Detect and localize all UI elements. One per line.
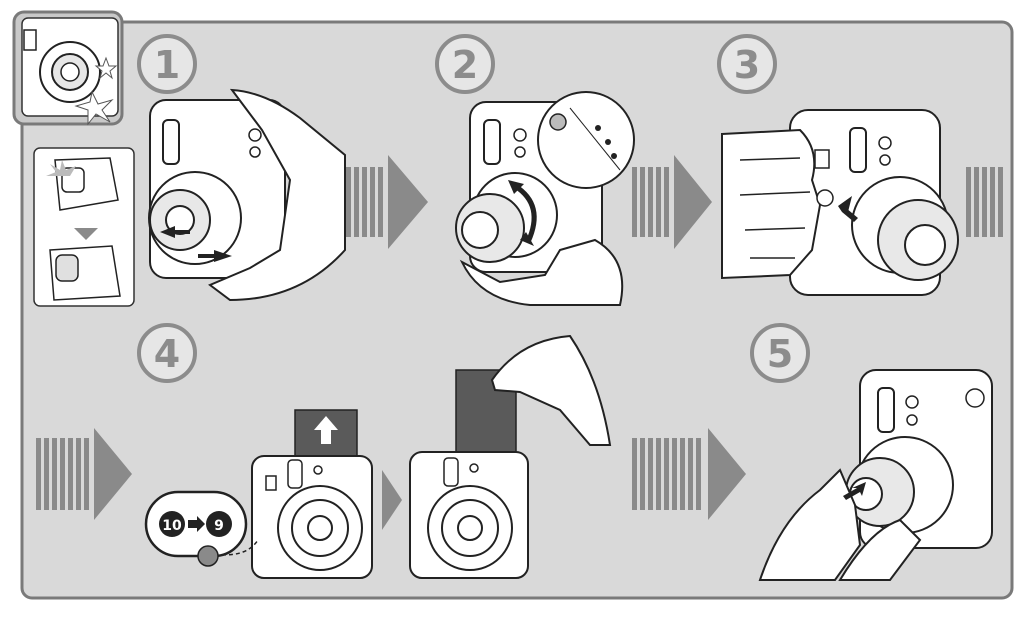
progress-arrow-2-3 <box>632 155 712 249</box>
step5-camera-illustration <box>758 369 993 581</box>
step1-camera-illustration <box>148 88 346 302</box>
counter-to: 9 <box>214 518 224 534</box>
counter-from-icon <box>159 511 185 537</box>
push-arrow-icon <box>160 226 190 238</box>
rotate-arrow-icon <box>513 183 537 244</box>
flash-burst-icon <box>74 56 118 126</box>
step-number: 1 <box>154 43 180 87</box>
step-badge-5: 5 <box>750 323 810 383</box>
sparkle-icon <box>46 160 76 176</box>
step-badge-3: 3 <box>717 34 777 94</box>
step-number: 2 <box>452 43 478 87</box>
rotate-arrowhead-icon <box>520 232 534 246</box>
progress-arrow-4-5 <box>632 428 746 520</box>
step-number: 5 <box>767 332 793 376</box>
push-arrow-icon <box>198 250 232 262</box>
press-arrow-icon <box>838 196 858 222</box>
small-arrow-step4 <box>382 470 402 530</box>
step3-camera-illustration <box>721 109 959 296</box>
rotate-arrowhead-icon <box>508 180 524 194</box>
step1-power-inset <box>33 147 135 307</box>
step-number: 4 <box>154 332 180 376</box>
step2-camera-illustration <box>455 91 635 306</box>
counter-from: 10 <box>162 518 182 534</box>
progress-arrow-1-2 <box>346 155 428 249</box>
step-badge-1: 1 <box>137 34 197 94</box>
step4-eject-illustration <box>251 334 612 579</box>
step-badge-4: 4 <box>137 323 197 383</box>
flash-inset <box>12 10 124 126</box>
progress-arrow-3-continue <box>966 167 1003 237</box>
progress-arrow-into-4 <box>36 428 132 520</box>
step-number: 3 <box>734 43 760 87</box>
counter-to-icon <box>206 511 232 537</box>
counter-arrow-icon <box>188 516 205 532</box>
push-arrow-icon <box>843 482 866 500</box>
brightness-dial-inset <box>537 91 635 189</box>
down-arrow-icon <box>74 228 98 240</box>
step-badge-2: 2 <box>435 34 495 94</box>
up-arrow-icon <box>314 416 338 444</box>
shot-counter-callout: 10 9 <box>144 490 259 567</box>
